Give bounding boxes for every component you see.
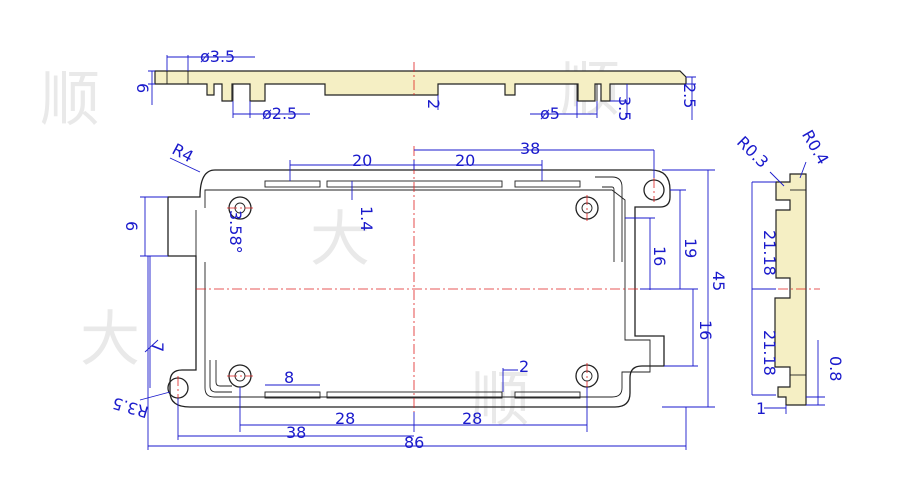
dim-19-label: 19 (681, 238, 700, 258)
side-0-8-label: 0.8 (826, 356, 845, 381)
side-section-view: R0.3 R0.4 21.18 21.18 0.8 1 (733, 127, 845, 418)
plan-outer-outline (167, 169, 671, 408)
bottom-slot (514, 391, 581, 399)
dim-16-lower-label: 16 (696, 320, 715, 340)
top-height-label: 6 (133, 83, 152, 93)
dim-6-left-label: 6 (122, 221, 141, 231)
top-section-view: ø3.5 6 ø2.5 2 ø5 3.5 2.5 (133, 47, 699, 123)
radius-4-label: R4 (169, 139, 197, 166)
side-r04-label: R0.4 (798, 127, 833, 168)
top-hole-dia-label: ø3.5 (200, 47, 235, 66)
top-center-2-label: 2 (424, 99, 443, 109)
side-1-label: 1 (756, 399, 766, 418)
radius-3-5-label: R3.5 (110, 393, 150, 421)
top-3-5-label: 3.5 (615, 96, 634, 121)
top-slot (326, 180, 503, 188)
side-21-18a-label: 21.18 (760, 230, 779, 276)
dim-45-label: 45 (709, 271, 728, 291)
top-slot (264, 180, 321, 188)
top-small-hole-label: ø2.5 (262, 104, 297, 123)
dim-2-small-label: 2 (519, 357, 529, 376)
watermark-glyph: 大 (80, 305, 140, 375)
dim-28-left-label: 28 (335, 409, 355, 428)
dim-7-label: 7 (148, 342, 167, 352)
bottom-slot (264, 391, 321, 399)
dim-3-58-label: 3.58° (226, 210, 245, 254)
top-hole5-label: ø5 (540, 104, 560, 123)
dim-20a-label: 20 (352, 151, 372, 170)
plan-view (167, 146, 671, 412)
dim-1-4-label: 1.4 (357, 206, 376, 231)
dim-38-bottom-label: 38 (286, 423, 306, 442)
dim-38-top-label: 38 (520, 139, 540, 158)
top-view-body (154, 70, 687, 102)
watermark-glyph: 大 (310, 205, 370, 275)
dim-16-right-label: 16 (650, 246, 669, 266)
watermark-glyph: 顺 (470, 365, 530, 435)
dim-28-right-label: 28 (462, 409, 482, 428)
side-r03-label: R0.3 (733, 132, 772, 171)
plan-inner-rim (204, 189, 651, 398)
side-view-body (774, 173, 807, 406)
dim-86-label: 86 (404, 433, 424, 452)
top-slot (514, 180, 581, 188)
side-21-18b-label: 21.18 (760, 330, 779, 376)
bottom-slot (326, 391, 503, 399)
watermark: 顺 大 顺 大 顺 (40, 55, 620, 435)
top-2-5-label: 2.5 (680, 83, 699, 108)
dim-8-label: 8 (284, 368, 294, 387)
dim-20b-label: 20 (455, 151, 475, 170)
watermark-glyph: 顺 (40, 65, 100, 135)
